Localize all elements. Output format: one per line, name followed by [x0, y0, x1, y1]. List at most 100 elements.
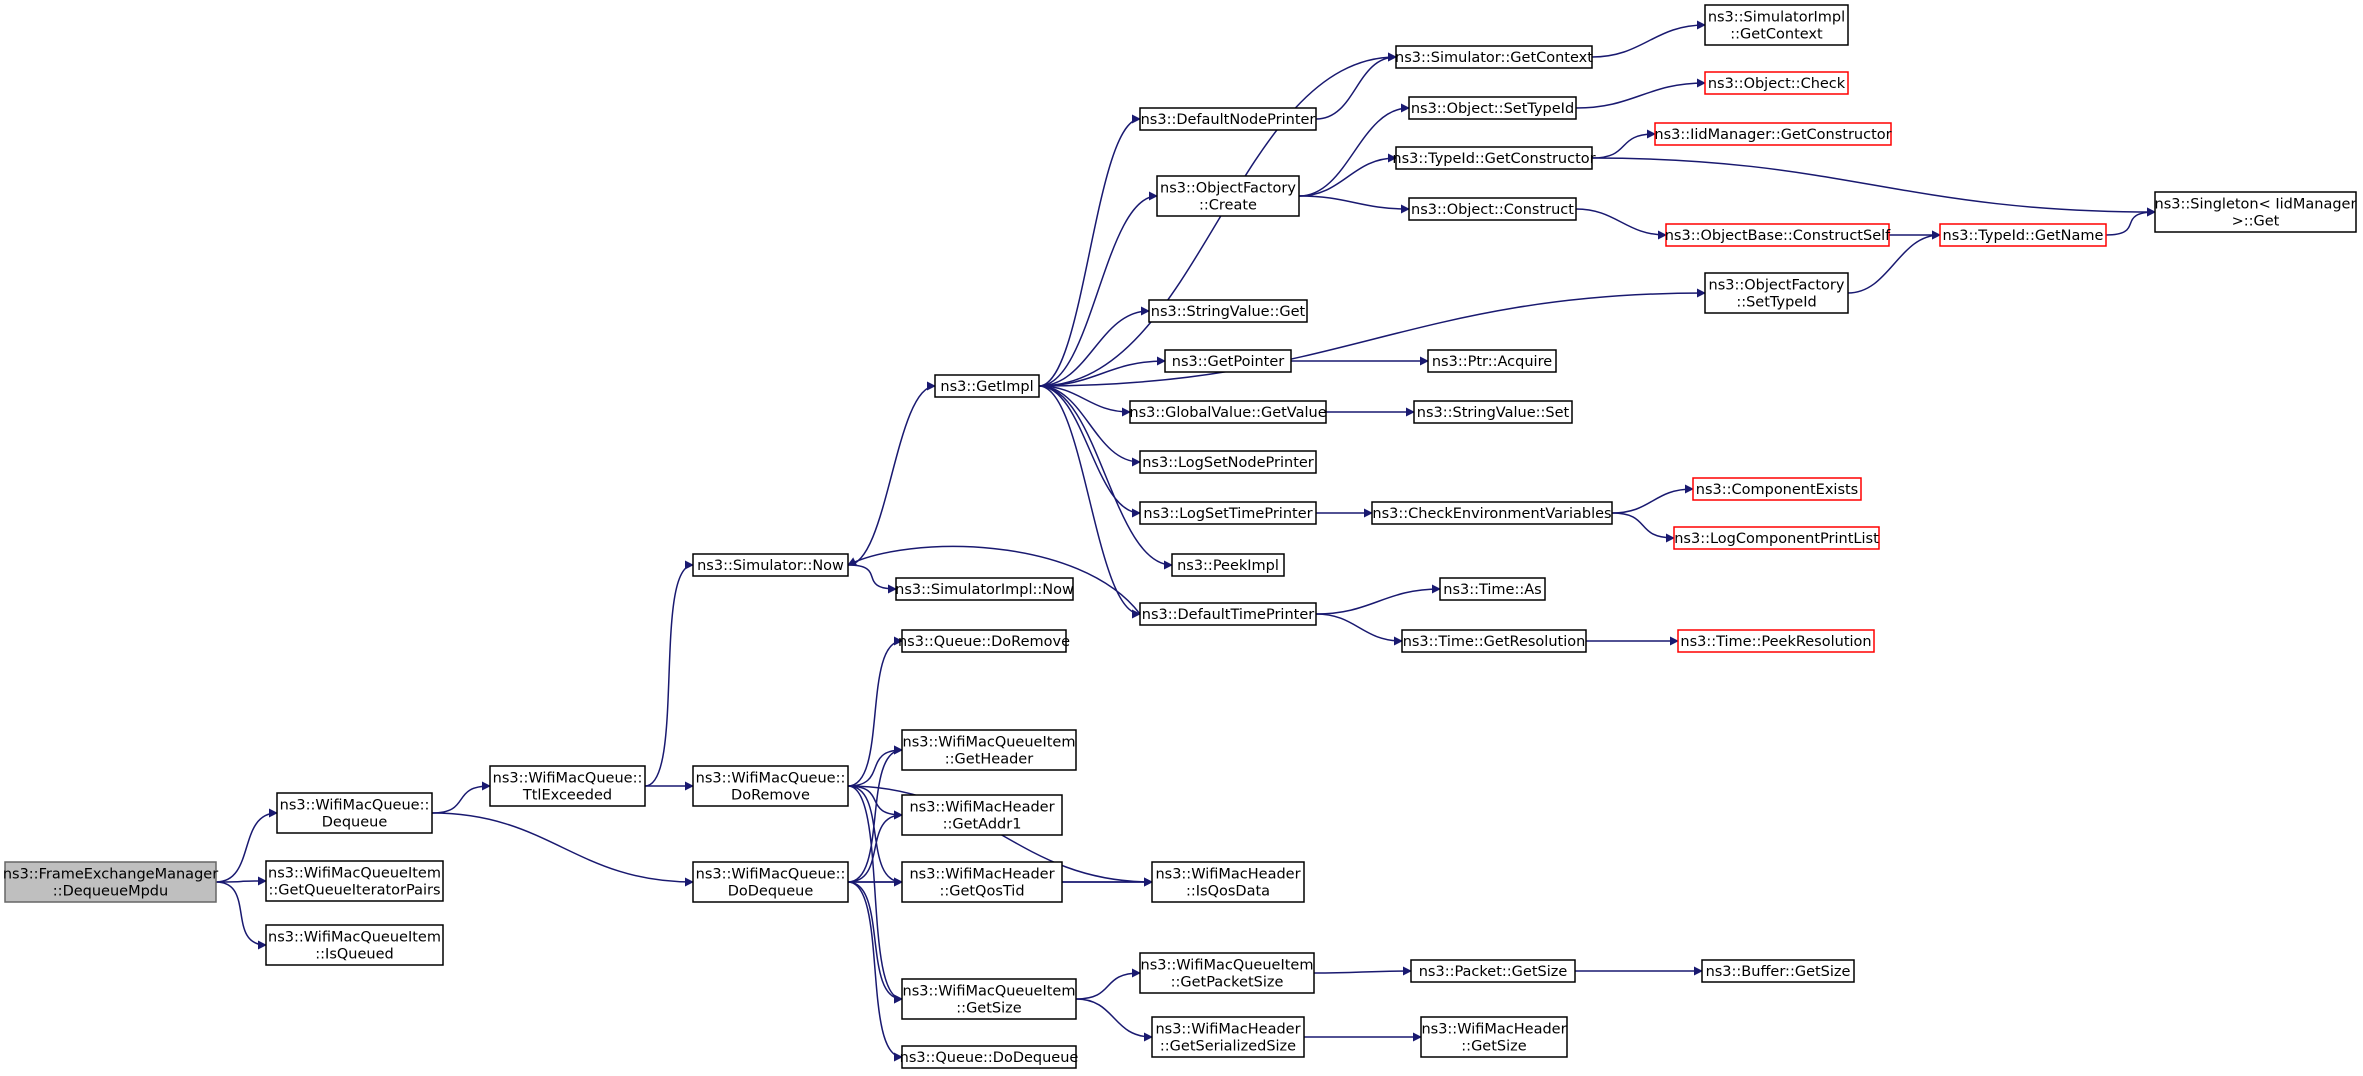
node-simulatorimpl-now[interactable]: ns3::SimulatorImpl::Now	[895, 577, 1074, 601]
node-logcomponentprintlist[interactable]: ns3::LogComponentPrintList	[1673, 526, 1880, 550]
node-wmh-getqostid[interactable]: ns3::WifiMacHeader::GetQosTid	[901, 861, 1063, 903]
node-box	[265, 860, 444, 902]
node-label: ns3::Time::GetResolution	[1403, 634, 1586, 650]
node-wmh-isqosdata[interactable]: ns3::WifiMacHeader::IsQosData	[1151, 861, 1305, 903]
edge-path	[1038, 306, 1150, 387]
node-componentexists[interactable]: ns3::ComponentExists	[1692, 477, 1862, 501]
node-root: ns3::FrameExchangeManager::DequeueMpdu	[3, 861, 218, 903]
node-wmh-getaddr1[interactable]: ns3::WifiMacHeader::GetAddr1	[901, 794, 1063, 836]
node-wmqi-getpacketsize[interactable]: ns3::WifiMacQueueItem::GetPacketSize	[1139, 952, 1315, 994]
node-stringvalue-set[interactable]: ns3::StringValue::Set	[1413, 400, 1573, 424]
node-time-getresolution[interactable]: ns3::Time::GetResolution	[1401, 629, 1587, 653]
node-objectfactory-settypeid[interactable]: ns3::ObjectFactory::SetTypeId	[1704, 272, 1849, 314]
node-typeid-getname[interactable]: ns3::TypeId::GetName	[1939, 223, 2107, 247]
node-globalvalue-getvalue[interactable]: ns3::GlobalValue::GetValue	[1129, 400, 1327, 424]
node-simulatorimpl-getcontext[interactable]: ns3::SimulatorImpl::GetContext	[1704, 4, 1849, 46]
node-stringvalue-get[interactable]: ns3::StringValue::Get	[1148, 299, 1308, 323]
node-box	[1704, 4, 1849, 46]
node-singleton-get[interactable]: ns3::Singleton< IidManager>::Get	[2154, 191, 2357, 233]
edge-path	[847, 810, 903, 883]
node-box	[2154, 191, 2357, 233]
node-label: ns3::WifiMacQueueItem	[903, 735, 1076, 751]
node-wmqi-getsize[interactable]: ns3::WifiMacQueueItem::GetSize	[901, 978, 1077, 1020]
node-label: TtlExceeded	[522, 788, 612, 804]
edge-path	[1575, 78, 1706, 109]
node-logsetnodeprinter[interactable]: ns3::LogSetNodePrinter	[1139, 450, 1317, 474]
node-label: DoRemove	[731, 788, 810, 804]
node-label: ::GetSize	[1461, 1039, 1526, 1055]
call-edge-simulator_now-to-simulatorimpl_now	[847, 564, 897, 594]
node-getpointer[interactable]: ns3::GetPointer	[1164, 349, 1292, 373]
node-objectbase-constructself[interactable]: ns3::ObjectBase::ConstructSelf	[1665, 223, 1891, 247]
node-packet-getsize[interactable]: ns3::Packet::GetSize	[1410, 959, 1576, 983]
node-label: ns3::ComponentExists	[1696, 482, 1859, 498]
edge-path	[431, 812, 694, 887]
node-simulator-now[interactable]: ns3::Simulator::Now	[692, 553, 849, 577]
node-object-construct[interactable]: ns3::Object::Construct	[1408, 197, 1577, 221]
edge-path	[1038, 356, 1166, 387]
node-wmq-dequeue[interactable]: ns3::WifiMacQueue::Dequeue	[276, 792, 433, 834]
edge-path	[1315, 613, 1403, 646]
node-objectfactory-create[interactable]: ns3::ObjectFactory::Create	[1156, 175, 1300, 217]
call-edge-object_construct-to-objectbase_constructself	[1575, 208, 1667, 240]
node-ptr-acquire[interactable]: ns3::Ptr::Acquire	[1427, 349, 1557, 373]
node-queue-doremove[interactable]: ns3::Queue::DoRemove	[898, 629, 1070, 653]
node-label: ns3::WifiMacQueueItem	[903, 984, 1076, 1000]
node-typeid-getconstructor[interactable]: ns3::TypeId::GetConstructor	[1392, 146, 1596, 170]
node-wmqi-isqueued[interactable]: ns3::WifiMacQueueItem::IsQueued	[265, 924, 444, 966]
call-edge-defaultnodeprinter-to-simulator_getcontext	[1315, 52, 1397, 120]
edge-path	[1298, 195, 1410, 214]
node-buffer-getsize[interactable]: ns3::Buffer::GetSize	[1701, 959, 1855, 983]
call-edge-wmq_doremove-to-wmh_getqostid	[847, 785, 903, 887]
node-label: ns3::Queue::DoRemove	[898, 634, 1070, 650]
node-label: ::GetSize	[956, 1001, 1021, 1017]
edge-path	[847, 785, 903, 1004]
node-box	[1371, 501, 1613, 525]
node-iidmanager-getconstructor[interactable]: ns3::IidManager::GetConstructor	[1654, 122, 1892, 146]
call-edge-objectfactory_create-to-object_settypeid	[1298, 103, 1410, 197]
node-wmqi-getqueueiteratorpairs[interactable]: ns3::WifiMacQueueItem::GetQueueIteratorP…	[265, 860, 444, 902]
call-edge-getimpl-to-defaulttimeprinter	[1038, 385, 1141, 619]
call-edge-wmqi_getsize-to-wmqi_getpacketsize	[1075, 968, 1141, 1000]
node-box	[1704, 272, 1849, 314]
node-wmh-getsize[interactable]: ns3::WifiMacHeader::GetSize	[1420, 1016, 1568, 1058]
call-edge-wmq_dodequeue-to-wmqi_getheader	[847, 745, 903, 883]
node-label: ns3::WifiMacHeader	[1421, 1022, 1566, 1038]
node-wmq-doremove[interactable]: ns3::WifiMacQueue::DoRemove	[692, 765, 849, 807]
node-box	[1692, 477, 1862, 501]
node-label: ns3::Object::SetTypeId	[1411, 101, 1574, 117]
node-logsettimeprinter[interactable]: ns3::LogSetTimePrinter	[1139, 501, 1317, 525]
edge-path	[1313, 966, 1412, 976]
node-queue-dodequeue[interactable]: ns3::Queue::DoDequeue	[900, 1045, 1079, 1069]
node-label: ns3::WifiMacHeader	[909, 867, 1054, 883]
call-edge-checkenvironmentvariables-to-logcomponentprintlist	[1611, 512, 1675, 543]
call-edge-getimpl-to-simulator_getcontext	[1038, 52, 1397, 387]
call-edge-wmq_dequeue-to-wmq_ttlexceeded	[431, 781, 491, 814]
node-label: ns3::WifiMacQueueItem	[1141, 958, 1314, 974]
node-wmq-dodequeue[interactable]: ns3::WifiMacQueue::DoDequeue	[692, 861, 849, 903]
node-simulator-getcontext[interactable]: ns3::Simulator::GetContext	[1395, 45, 1593, 69]
node-defaulttimeprinter[interactable]: ns3::DefaultTimePrinter	[1139, 602, 1317, 626]
node-wmqi-getheader[interactable]: ns3::WifiMacQueueItem::GetHeader	[901, 729, 1077, 771]
edge-path	[1575, 208, 1667, 240]
node-wmq-ttlexceeded[interactable]: ns3::WifiMacQueue::TtlExceeded	[489, 765, 646, 807]
node-checkenvironmentvariables[interactable]: ns3::CheckEnvironmentVariables	[1371, 501, 1613, 525]
node-label: ns3::Object::Check	[1708, 76, 1846, 92]
node-label: ns3::Buffer::GetSize	[1706, 964, 1851, 980]
node-getimpl[interactable]: ns3::GetImpl	[934, 374, 1040, 398]
call-edge-wmq_dodequeue-to-wmh_getaddr1	[847, 810, 903, 883]
node-defaultnodeprinter[interactable]: ns3::DefaultNodePrinter	[1139, 107, 1317, 131]
node-box	[1401, 629, 1587, 653]
node-object-check[interactable]: ns3::Object::Check	[1704, 71, 1849, 95]
node-peekimpl[interactable]: ns3::PeekImpl	[1171, 553, 1285, 577]
node-box	[1171, 553, 1285, 577]
node-box	[1677, 629, 1875, 653]
node-object-settypeid[interactable]: ns3::Object::SetTypeId	[1408, 96, 1577, 120]
node-time-as[interactable]: ns3::Time::As	[1439, 577, 1546, 601]
edge-path	[1075, 968, 1141, 1000]
call-edge-defaulttimeprinter-to-time_as	[1315, 584, 1441, 615]
node-wmh-getserializedsize[interactable]: ns3::WifiMacHeader::GetSerializedSize	[1151, 1016, 1305, 1058]
node-box	[692, 765, 849, 807]
node-time-peekresolution[interactable]: ns3::Time::PeekResolution	[1677, 629, 1875, 653]
node-box	[1939, 223, 2107, 247]
